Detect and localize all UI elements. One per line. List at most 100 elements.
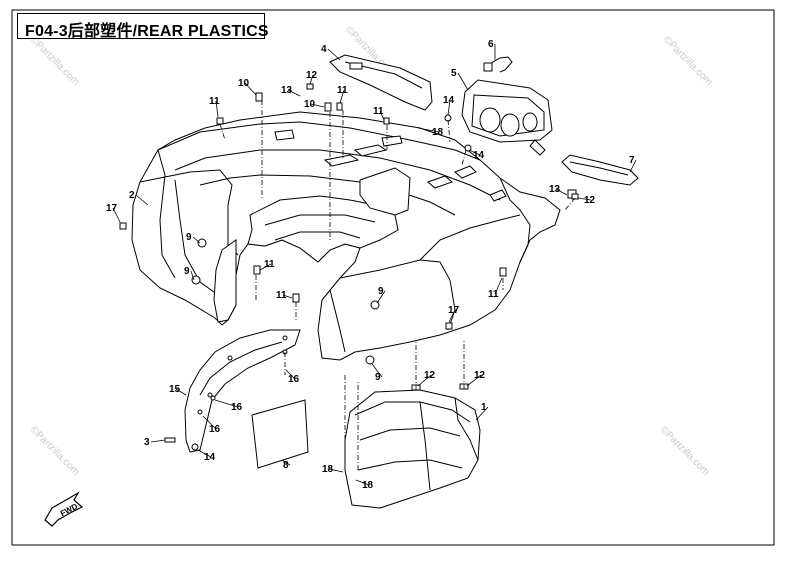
callout-pointer <box>287 89 301 97</box>
callout-pointer <box>494 277 503 295</box>
rivet-16-c <box>197 409 203 415</box>
tail-light-inner <box>471 94 545 137</box>
tail-light-lens-3 <box>522 112 538 132</box>
fwd-arrow-shape <box>44 491 84 527</box>
callout-number: 3 <box>144 437 150 448</box>
callout-pointer <box>282 294 293 299</box>
part-7-outline <box>561 154 639 186</box>
callout-pointer <box>190 270 195 281</box>
callout-number: 17 <box>448 305 460 316</box>
callout-number: 16 <box>209 424 221 435</box>
callout-pointer <box>309 74 314 85</box>
callout-number: 11 <box>488 289 499 300</box>
callout-pointer <box>202 415 217 430</box>
callout-number: 1 <box>481 402 487 413</box>
screw-3 <box>164 437 176 443</box>
tail-light-lens-2 <box>500 113 520 137</box>
part-4-slot <box>349 62 363 70</box>
callout-pointer <box>281 459 291 466</box>
callout-number: 14 <box>443 95 455 106</box>
part-5-tail-light <box>461 79 553 156</box>
callout-number: 16 <box>288 374 300 385</box>
bolt-11-a <box>216 117 224 125</box>
callout-number: 6 <box>488 39 494 50</box>
rear-fender-vent-4 <box>454 165 477 179</box>
callout-number: 8 <box>283 460 289 471</box>
watermark-2: ©Partzilla.com <box>661 34 714 87</box>
part-4-outline <box>329 54 433 111</box>
part-4-bracket <box>329 54 433 111</box>
callout-pointer <box>214 399 239 408</box>
rear-fender-rear-block <box>359 167 411 216</box>
leader-line <box>564 197 576 211</box>
bolt-11-d <box>253 265 261 275</box>
callout-pointer <box>555 188 568 196</box>
callout-pointer <box>376 290 386 304</box>
callout-pointer <box>466 374 482 387</box>
diagram-title-box: F04-3后部塑件/REAR PLASTICS <box>17 13 269 40</box>
callout-pointer <box>468 149 481 156</box>
callout-pointer <box>629 159 637 173</box>
mudflap-outline <box>184 329 301 453</box>
callout-pointer <box>310 103 325 108</box>
inner-fender-side <box>454 397 479 461</box>
inner-fender-outline <box>344 389 481 509</box>
callout-pointer <box>244 82 257 96</box>
diagram-frame <box>11 9 775 546</box>
tail-light-tab <box>529 139 546 156</box>
part-7-inner <box>569 161 629 176</box>
callout-pointer <box>150 439 166 443</box>
callout-number: 7 <box>629 155 635 166</box>
bolt-10-a <box>255 92 263 102</box>
callout-pointer <box>112 207 121 223</box>
rear-fender-vent-3 <box>427 175 453 189</box>
inner-fender-rib-4 <box>419 401 431 491</box>
callout-number: 9 <box>184 266 190 277</box>
rear-fender-right-face <box>329 289 346 353</box>
callout-number: 9 <box>375 372 381 383</box>
bolt-11-c <box>383 117 390 125</box>
callout-pointer <box>328 468 344 473</box>
callout-number: 17 <box>106 203 118 214</box>
watermark-4: ©Partzilla.com <box>28 424 81 477</box>
callout-number: 14 <box>204 452 216 463</box>
callout-pointer <box>175 388 187 396</box>
callout-number: 13 <box>281 85 293 96</box>
callout-number: 10 <box>304 99 316 110</box>
callout-pointer <box>259 263 272 271</box>
callout-pointer <box>475 406 489 421</box>
callout-number: 5 <box>451 68 457 79</box>
callout-number: 11 <box>276 290 287 301</box>
mudflap-hole-2 <box>207 392 213 398</box>
clip-17-a <box>119 222 127 230</box>
clip-12-a <box>306 83 314 90</box>
rear-fender-right-panel <box>419 214 521 261</box>
callout-number: 12 <box>424 370 436 381</box>
callout-pointer <box>355 479 370 486</box>
connector-body <box>483 62 493 72</box>
inner-fender-rib-3 <box>357 459 463 471</box>
leader-line <box>461 149 467 166</box>
rear-fender-vent-5 <box>489 189 507 202</box>
rear-fender-left-lower <box>174 179 226 301</box>
bolt-11-b <box>336 102 343 111</box>
rear-fender-part <box>131 111 561 361</box>
callout-number: 18 <box>362 480 374 491</box>
leader-line <box>219 123 226 141</box>
fwd-arrow: FWD <box>44 491 84 527</box>
rear-fender-deck-line-2 <box>174 149 501 201</box>
part-1-inner-fender <box>344 389 481 509</box>
callout-number: 13 <box>549 184 561 195</box>
rear-fender-left-tail <box>213 239 237 323</box>
callout-number: 9 <box>186 232 192 243</box>
bolt-11-e <box>292 293 300 303</box>
leader-lines <box>219 100 576 470</box>
callout-pointer <box>448 309 456 323</box>
bolt-10-b <box>324 102 332 112</box>
rear-fender-tunnel-inner <box>264 214 376 226</box>
callout-pointer <box>417 127 440 133</box>
callout-pointer <box>285 369 296 380</box>
